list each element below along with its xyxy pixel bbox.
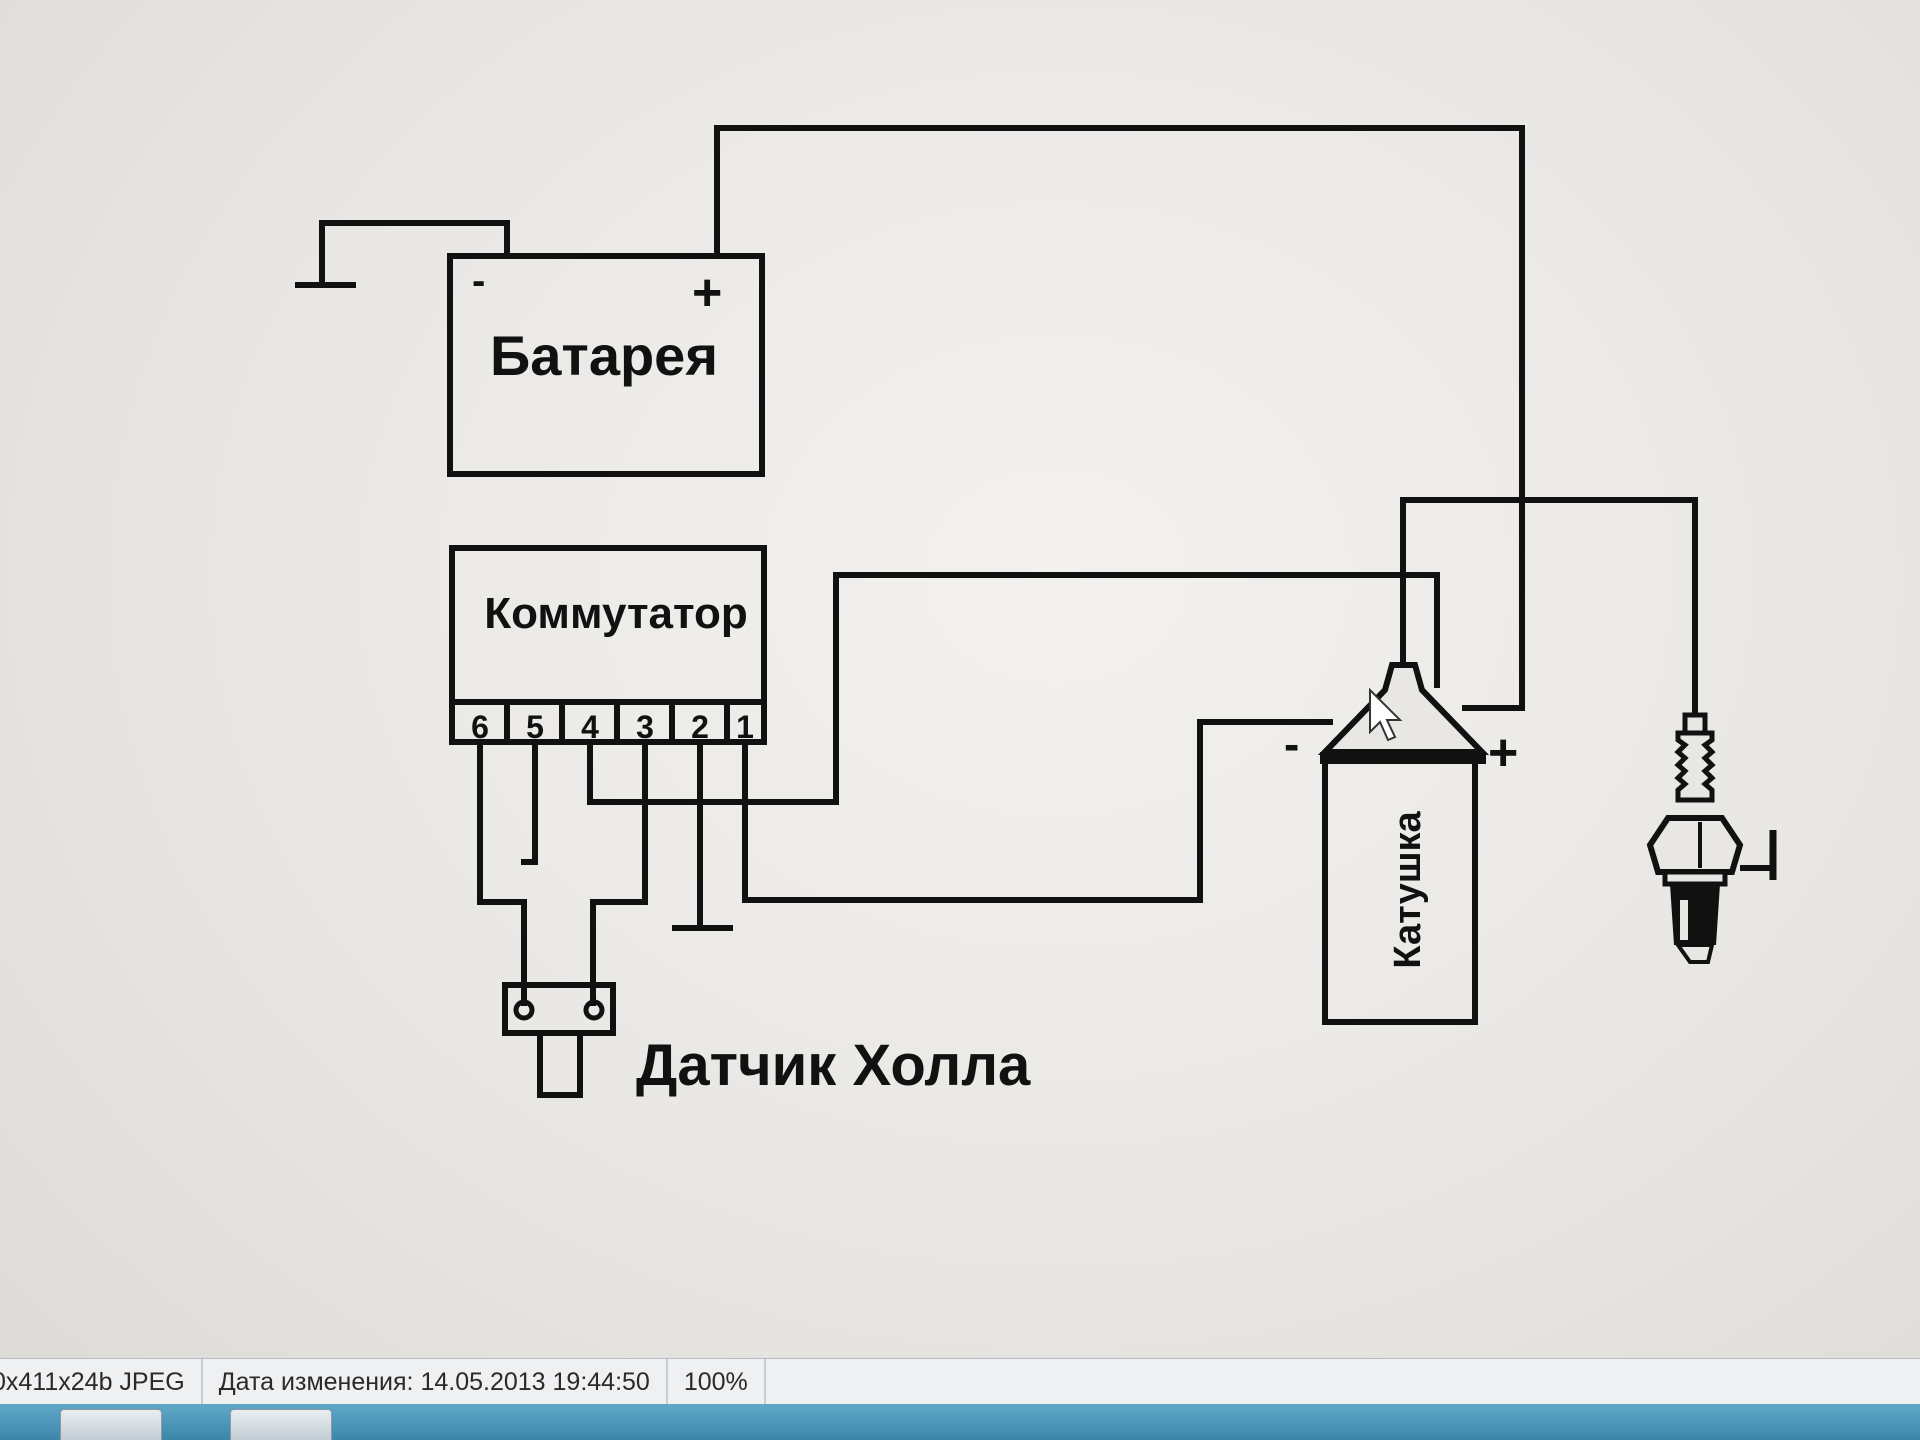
battery-box xyxy=(447,253,765,477)
coil-body xyxy=(1322,757,1478,1025)
commutator: Коммутатор 6 5 4 3 2 1 xyxy=(449,545,767,745)
wire-pin6-to-hall xyxy=(477,739,527,1006)
battery-plus-label: + xyxy=(692,264,722,322)
wire-battery-plus-to-coil xyxy=(714,125,1525,711)
battery-label: Батарея xyxy=(490,324,718,387)
battery-minus-label: - xyxy=(472,259,485,303)
coil-cap xyxy=(1317,662,1490,755)
commutator-pins: 6 5 4 3 2 1 xyxy=(471,699,754,745)
coil-plus-label: + xyxy=(1488,724,1518,782)
ignition-coil: - + Катушка xyxy=(1284,497,1698,1025)
pin-label-2: 2 xyxy=(691,709,709,745)
status-bar: 0x411x24b JPEG Дата изменения: 14.05.201… xyxy=(0,1358,1920,1405)
cursor-icon xyxy=(1369,687,1403,742)
wire-pin1-to-coil-minus xyxy=(742,719,1333,903)
ground-icon xyxy=(295,220,510,288)
status-modified-date: Дата изменения: 14.05.2013 19:44:50 xyxy=(203,1359,668,1405)
commutator-box xyxy=(449,545,767,745)
hall-sensor-stem xyxy=(537,1030,583,1098)
wire-pin3-to-hall xyxy=(590,739,648,1006)
taskbar-button-app-1[interactable] xyxy=(60,1409,162,1440)
taskbar-button-app-2[interactable] xyxy=(230,1409,332,1440)
status-zoom[interactable]: 100% xyxy=(668,1359,766,1405)
pin-label-5: 5 xyxy=(526,709,544,745)
pin-label-4: 4 xyxy=(581,709,599,745)
wire-pin4-to-coil-top xyxy=(587,572,1440,805)
ignition-wiring-diagram: - + Батарея Коммутатор 6 5 4 3 2 1 xyxy=(295,125,1777,1098)
battery: - + Батарея xyxy=(447,253,765,477)
pin-label-6: 6 xyxy=(471,709,489,745)
hall-sensor-label: Датчик Холла xyxy=(636,1033,1031,1098)
pin-label-1: 1 xyxy=(736,709,754,745)
spark-plug-icon xyxy=(1646,712,1777,964)
coil-hv-wire xyxy=(1400,497,1698,718)
commutator-label: Коммутатор xyxy=(484,589,747,638)
wire-pin5-to-hall xyxy=(521,739,538,865)
taskbar xyxy=(0,1404,1920,1440)
status-image-info: 0x411x24b JPEG xyxy=(0,1359,203,1405)
coil-label: Катушка xyxy=(1387,810,1429,968)
pin-label-3: 3 xyxy=(636,709,654,745)
hall-sensor: Датчик Холла xyxy=(502,982,1031,1098)
coil-minus-label: - xyxy=(1284,718,1299,770)
